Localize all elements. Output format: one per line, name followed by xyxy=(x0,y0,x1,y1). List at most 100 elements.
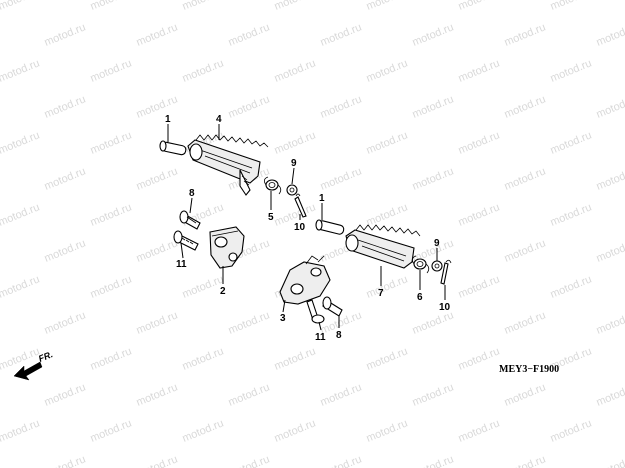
watermark-text: motod.ru xyxy=(365,57,410,84)
watermark-text: motod.ru xyxy=(135,237,180,264)
callout-10: 10 xyxy=(439,302,451,313)
watermark-text: motod.ru xyxy=(457,417,502,444)
watermark-text: motod.ru xyxy=(89,417,134,444)
watermark-text: motod.ru xyxy=(181,345,226,372)
watermark-text: motod.ru xyxy=(549,129,594,156)
callout-10: 10 xyxy=(294,222,306,233)
watermark-text: motod.ru xyxy=(0,201,41,228)
washer-part xyxy=(286,184,298,196)
watermark-text: motod.ru xyxy=(273,0,318,13)
watermark-text: motod.ru xyxy=(503,381,548,408)
watermark-text: motod.ru xyxy=(135,453,180,468)
watermark-text: motod.ru xyxy=(411,93,456,120)
callout-6: 6 xyxy=(417,292,423,303)
watermark-text: motod.ru xyxy=(549,273,594,300)
front-arrow-icon xyxy=(13,361,43,381)
watermark-text: motod.ru xyxy=(135,93,180,120)
watermark-text: motod.ru xyxy=(595,165,625,192)
callout-2: 2 xyxy=(220,286,226,297)
bolt-part xyxy=(322,296,343,317)
watermark-text: motod.ru xyxy=(135,165,180,192)
watermark-text: motod.ru xyxy=(0,417,41,444)
callout-8: 8 xyxy=(189,188,195,199)
watermark-text: motod.ru xyxy=(181,417,226,444)
callout-9: 9 xyxy=(291,158,297,169)
bolt-part xyxy=(173,230,199,251)
watermark-text: motod.ru xyxy=(89,201,134,228)
watermark-text: motod.ru xyxy=(503,93,548,120)
watermark-text: motod.ru xyxy=(227,21,272,48)
spring-part xyxy=(264,176,282,195)
watermark-text: motod.ru xyxy=(595,93,625,120)
watermark-text: motod.ru xyxy=(319,453,364,468)
watermark-text: motod.ru xyxy=(365,417,410,444)
bolt-part xyxy=(179,210,201,230)
bracket-right-assembly xyxy=(279,255,343,324)
footpeg-part xyxy=(345,224,421,269)
watermark-text: motod.ru xyxy=(595,237,625,264)
pin-part xyxy=(315,219,345,235)
watermark-text: motod.ru xyxy=(227,453,272,468)
watermark-text: motod.ru xyxy=(457,345,502,372)
watermark-text: motod.ru xyxy=(503,165,548,192)
watermark-text: motod.ru xyxy=(503,21,548,48)
watermark-text: motod.ru xyxy=(411,165,456,192)
watermark-text: motod.ru xyxy=(457,57,502,84)
callout-1: 1 xyxy=(165,114,171,125)
leader-lines xyxy=(167,124,446,331)
watermark-text: motod.ru xyxy=(227,309,272,336)
watermark-text: motod.ru xyxy=(365,0,410,13)
watermark-text: motod.ru xyxy=(0,57,41,84)
bracket-part xyxy=(209,226,245,269)
watermark-text: motod.ru xyxy=(365,129,410,156)
watermark-text: motod.ru xyxy=(503,309,548,336)
watermark-text: motod.ru xyxy=(135,381,180,408)
watermark-text: motod.ru xyxy=(89,0,134,13)
watermark-text: motod.ru xyxy=(89,345,134,372)
watermark-text: motod.ru xyxy=(319,165,364,192)
watermark-text: motod.ru xyxy=(549,201,594,228)
callout-3: 3 xyxy=(280,313,286,324)
watermark-text: motod.ru xyxy=(549,0,594,13)
watermark-text: motod.ru xyxy=(365,201,410,228)
watermark-text: motod.ru xyxy=(503,237,548,264)
bolt-part xyxy=(306,299,325,324)
watermark-text: motod.ru xyxy=(457,129,502,156)
watermark-text: motod.ru xyxy=(595,21,625,48)
watermark-text: motod.ru xyxy=(273,129,318,156)
cotter-pin-part xyxy=(294,193,307,218)
watermark-text: motod.ru xyxy=(319,381,364,408)
callout-11: 11 xyxy=(176,259,187,270)
watermark-text: motod.ru xyxy=(181,57,226,84)
diagram-code: MEY3−F1900 xyxy=(499,364,559,375)
watermark-text: motod.ru xyxy=(227,381,272,408)
watermark-text: motod.ru xyxy=(43,165,88,192)
watermark-text: motod.ru xyxy=(43,453,88,468)
watermark-text: motod.ru xyxy=(89,57,134,84)
watermark-text: motod.ru xyxy=(273,417,318,444)
watermark-text: motod.ru xyxy=(457,201,502,228)
watermark-text: motod.ru xyxy=(135,309,180,336)
spring-part xyxy=(412,255,430,274)
callout-4: 4 xyxy=(216,114,222,125)
watermark-text: motod.ru xyxy=(43,381,88,408)
front-direction-label: FR. xyxy=(37,349,54,364)
callout-1: 1 xyxy=(319,193,325,204)
watermark-text: motod.ru xyxy=(319,21,364,48)
watermark-text: motod.ru xyxy=(595,381,625,408)
callout-9: 9 xyxy=(434,238,440,249)
footpeg-left-assembly xyxy=(159,134,307,218)
watermark-text: motod.ru xyxy=(43,21,88,48)
callout-11: 11 xyxy=(315,332,326,343)
watermark-text: motod.ru xyxy=(181,0,226,13)
watermark-text: motod.ru xyxy=(0,0,41,13)
washer-part xyxy=(431,260,443,272)
watermark-text: motod.ru xyxy=(595,453,625,468)
watermark-text: motod.ru xyxy=(89,273,134,300)
watermark-text: motod.ru xyxy=(43,237,88,264)
watermark-text: motod.ru xyxy=(411,21,456,48)
watermark-text: motod.ru xyxy=(0,273,41,300)
watermark-text: motod.ru xyxy=(365,345,410,372)
watermark-text: motod.ru xyxy=(411,453,456,468)
